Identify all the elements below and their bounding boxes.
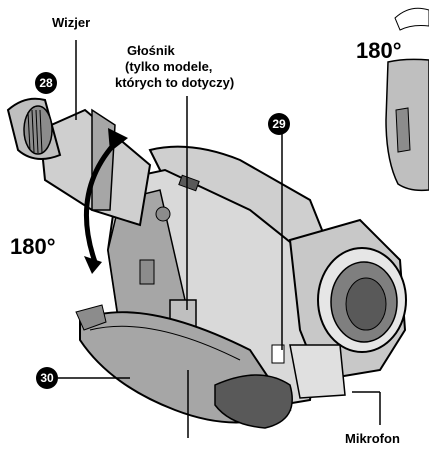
- rotation-label-viewfinder: 180°: [10, 234, 56, 259]
- rotation-arrow: [83, 128, 128, 274]
- viewfinder: [6, 97, 152, 227]
- callout-badge-30: 30: [36, 367, 58, 389]
- leader-lines: [58, 40, 381, 438]
- speaker-label-line2: (tylko modele,: [125, 59, 213, 74]
- callout-badge-29: 29: [268, 113, 290, 135]
- callout-badge-28: 28: [35, 72, 57, 94]
- hand-strap: [75, 304, 293, 429]
- rotation-label-lcd: 180°: [356, 38, 402, 63]
- microphone-label: Mikrofon: [345, 431, 400, 446]
- speaker-label-line3: których to dotyczy): [115, 75, 235, 90]
- viewfinder-label: Wizjer: [52, 15, 91, 30]
- speaker-label-line1: Głośnik: [127, 43, 175, 58]
- lcd-monitor-partial: [385, 7, 429, 192]
